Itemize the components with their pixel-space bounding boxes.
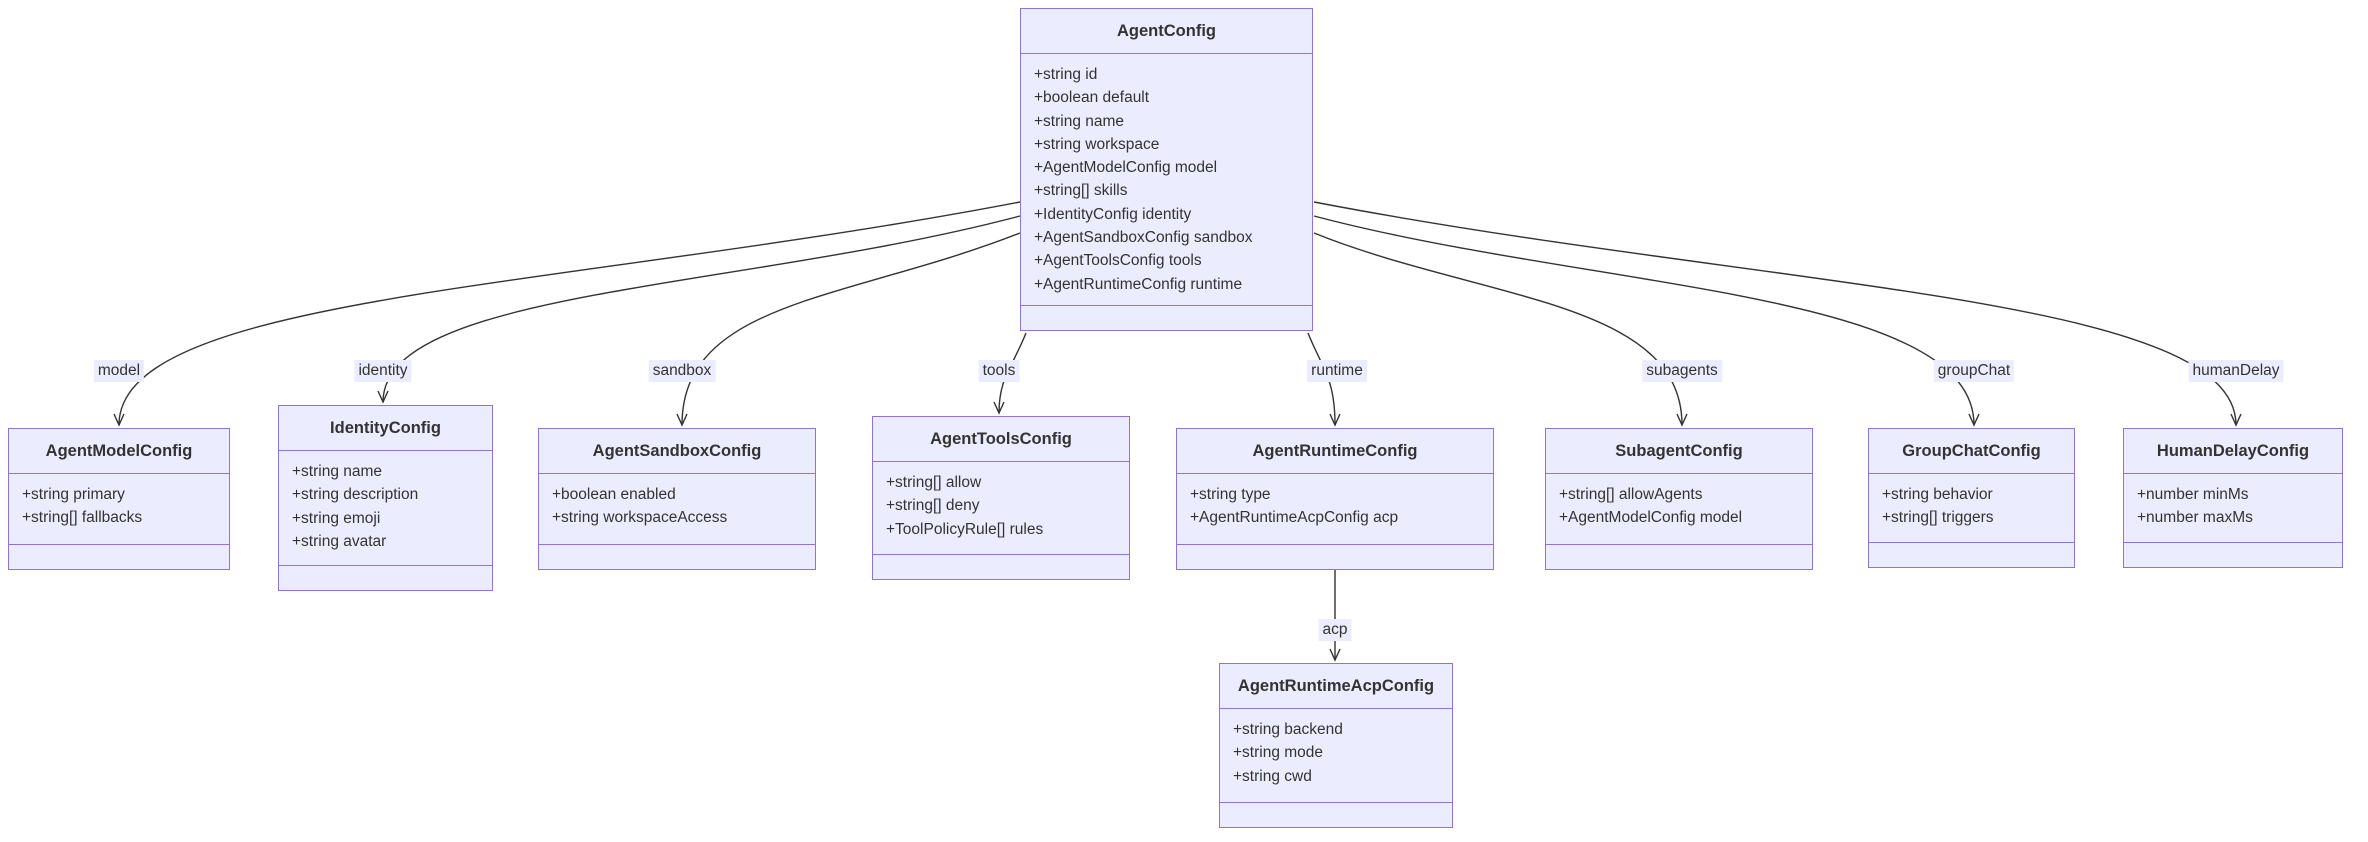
class-box-agentruntimeacpconfig: AgentRuntimeAcpConfig +string backend +s… [1219, 663, 1453, 828]
edge-label-tools: tools [978, 360, 1020, 382]
class-box-agentmodelconfig: AgentModelConfig +string primary +string… [8, 428, 230, 570]
class-methods-empty [1021, 305, 1312, 330]
class-attribute: +number maxMs [2137, 509, 2253, 527]
class-attribute: +string[] skills [1034, 182, 1128, 200]
class-attributes: +string id +boolean default +string name… [1021, 54, 1312, 305]
class-box-identityconfig: IdentityConfig +string name +string desc… [278, 405, 493, 591]
class-attribute: +string name [1034, 112, 1125, 130]
edge-label-model: model [93, 360, 145, 382]
class-methods-empty [1177, 544, 1493, 569]
class-attributes: +number minMs +number maxMs [2124, 474, 2342, 542]
class-attributes: +string backend +string mode +string cwd [1220, 709, 1452, 802]
class-attributes: +string behavior +string[] triggers [1869, 474, 2074, 542]
class-attribute: +string description [292, 486, 419, 504]
class-attribute: +boolean default [1034, 89, 1150, 107]
class-title: AgentConfig [1021, 9, 1312, 54]
edge-agentconfig-humandelay [1313, 201, 2242, 427]
class-title: AgentModelConfig [9, 429, 229, 474]
class-title: AgentRuntimeAcpConfig [1220, 664, 1452, 709]
class-methods-empty [1220, 802, 1452, 827]
edge-label-sandbox: sandbox [648, 360, 716, 382]
class-methods-empty [1869, 542, 2074, 567]
class-attribute: +string avatar [292, 532, 387, 550]
class-title: IdentityConfig [279, 406, 492, 451]
class-attributes: +string[] allowAgents +AgentModelConfig … [1546, 474, 1812, 544]
class-attribute: +string[] deny [886, 497, 980, 515]
class-box-subagentconfig: SubagentConfig +string[] allowAgents +Ag… [1545, 428, 1813, 570]
class-box-groupchatconfig: GroupChatConfig +string behavior +string… [1868, 428, 2075, 568]
class-attribute: +string[] allow [886, 474, 982, 491]
class-attribute: +number minMs [2137, 486, 2249, 503]
class-attributes: +string name +string description +string… [279, 451, 492, 565]
class-attribute: +string primary [22, 486, 125, 503]
class-attribute: +string name [292, 463, 383, 480]
edge-agentconfig-subagents [1313, 232, 1688, 427]
class-attributes: +string primary +string[] fallbacks [9, 474, 229, 544]
class-attribute: +AgentSandboxConfig sandbox [1034, 229, 1253, 247]
class-attribute: +ToolPolicyRule[] rules [886, 520, 1044, 538]
class-box-agenttoolsconfig: AgentToolsConfig +string[] allow +string… [872, 416, 1130, 580]
edge-label-identity: identity [354, 360, 412, 382]
class-attribute: +AgentModelConfig model [1034, 159, 1218, 177]
edge-agentconfig-sandbox [676, 232, 1021, 427]
class-attribute: +AgentModelConfig model [1559, 509, 1743, 527]
class-attribute: +string workspace [1034, 135, 1160, 153]
class-attributes: +string[] allow +string[] deny +ToolPoli… [873, 462, 1129, 554]
edge-label-groupchat: groupChat [1933, 360, 2015, 382]
edge-label-subagents: subagents [1642, 360, 1722, 382]
edge-agentconfig-groupchat [1313, 215, 1980, 427]
class-attributes: +string type +AgentRuntimeAcpConfig acp [1177, 474, 1493, 544]
class-title: GroupChatConfig [1869, 429, 2074, 474]
class-attribute: +string behavior [1882, 486, 1993, 503]
class-attribute: +boolean enabled [552, 486, 676, 503]
class-box-agentsandboxconfig: AgentSandboxConfig +boolean enabled +str… [538, 428, 816, 570]
class-attribute: +string emoji [292, 509, 381, 527]
class-attribute: +string mode [1233, 744, 1324, 762]
class-attribute: +string workspaceAccess [552, 509, 728, 527]
class-methods-empty [279, 565, 492, 590]
edge-label-humandelay: humanDelay [2188, 360, 2284, 382]
edge-label-runtime: runtime [1307, 360, 1367, 382]
class-attribute: +string cwd [1233, 767, 1312, 785]
class-attribute: +string[] triggers [1882, 509, 1994, 527]
class-attribute: +AgentRuntimeConfig runtime [1034, 275, 1243, 293]
class-attribute: +string backend [1233, 721, 1343, 738]
class-attribute: +string id [1034, 66, 1098, 83]
class-attributes: +boolean enabled +string workspaceAccess [539, 474, 815, 544]
edge-agentconfig-model [113, 201, 1021, 427]
class-attribute: +IdentityConfig identity [1034, 205, 1192, 223]
class-attribute: +string[] fallbacks [22, 509, 143, 527]
class-methods-empty [539, 544, 815, 569]
class-attribute: +AgentToolsConfig tools [1034, 252, 1202, 270]
class-attribute: +AgentRuntimeAcpConfig acp [1190, 509, 1399, 527]
class-methods-empty [1546, 544, 1812, 569]
class-box-agentruntimeconfig: AgentRuntimeConfig +string type +AgentRu… [1176, 428, 1494, 570]
class-methods-empty [2124, 542, 2342, 567]
class-methods-empty [9, 544, 229, 569]
class-title: AgentSandboxConfig [539, 429, 815, 474]
class-methods-empty [873, 554, 1129, 579]
class-attribute: +string type [1190, 486, 1271, 503]
class-title: AgentRuntimeConfig [1177, 429, 1493, 474]
class-attribute: +string[] allowAgents [1559, 486, 1703, 503]
class-box-agentconfig: AgentConfig +string id +boolean default … [1020, 8, 1313, 331]
edge-label-acp: acp [1318, 619, 1352, 641]
class-box-humandelayconfig: HumanDelayConfig +number minMs +number m… [2123, 428, 2343, 568]
class-title: HumanDelayConfig [2124, 429, 2342, 474]
class-title: SubagentConfig [1546, 429, 1812, 474]
class-title: AgentToolsConfig [873, 417, 1129, 462]
